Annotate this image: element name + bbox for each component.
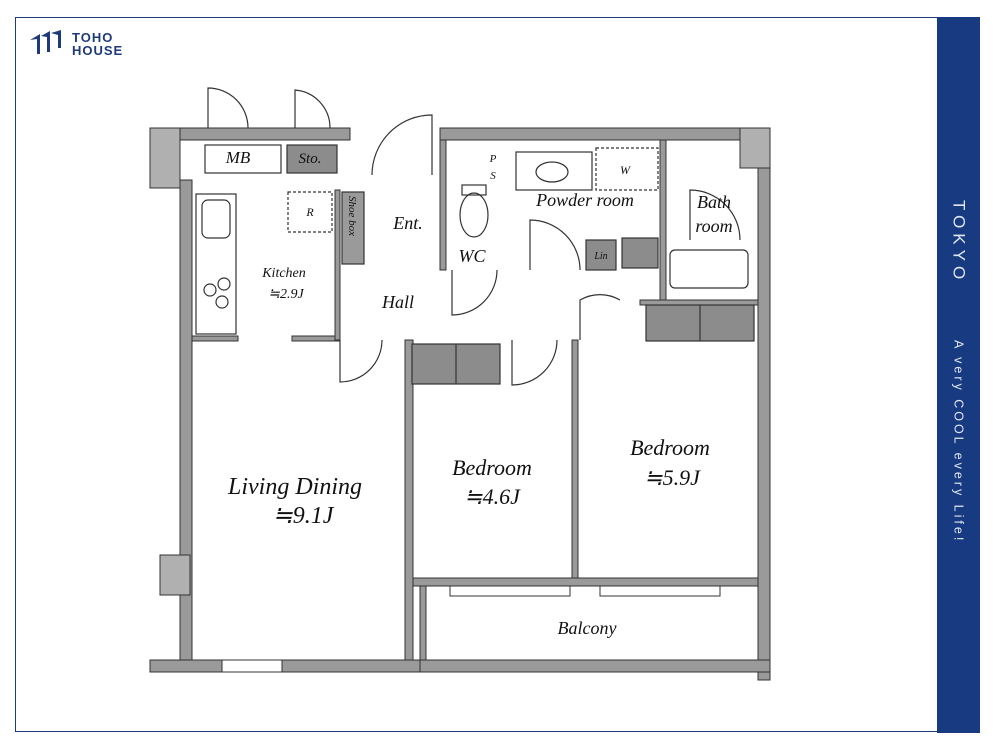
ps-label-s: S	[490, 170, 496, 182]
ps-label-p: P	[489, 153, 497, 165]
sidebar-city: TOKYO	[949, 200, 969, 285]
living-size: ≒9.1J	[273, 503, 335, 529]
walls	[149, 127, 771, 681]
room-label-powder: Powder room	[535, 190, 634, 210]
kitchen-size: ≒2.9J	[268, 287, 304, 302]
room-label-hall: Hall	[381, 292, 414, 312]
room-label-balcony: Balcony	[558, 618, 617, 638]
room-label-ent: Ent.	[392, 213, 423, 233]
fixtures	[195, 144, 755, 385]
windows	[221, 585, 721, 673]
brand-logo: TOHO HOUSE	[28, 30, 123, 58]
room-label-living: Living Dining	[227, 474, 362, 500]
bedroom-2-size: ≒5.9J	[644, 465, 701, 490]
room-label-bath-1: Bath	[697, 192, 731, 212]
fridge-label: R	[305, 205, 314, 219]
room-label-bedroom-1: Bedroom	[452, 455, 532, 480]
washer-label: W	[620, 163, 631, 177]
brand-name-line1: TOHO	[72, 30, 114, 45]
doors	[207, 87, 741, 386]
sidebar-banner: TOKYO A very COOL every Life!	[937, 17, 980, 733]
bedroom-1-size: ≒4.6J	[464, 484, 521, 509]
room-label-bedroom-2: Bedroom	[630, 435, 710, 460]
linen-label: Lin	[593, 251, 607, 262]
shoe-box-label: Shoe box	[346, 196, 358, 236]
room-label-wc: WC	[459, 246, 487, 266]
room-label-sto: Sto.	[299, 151, 322, 167]
room-label-bath-2: room	[695, 216, 732, 236]
room-label-kitchen: Kitchen	[261, 266, 306, 281]
brand-name-line2: HOUSE	[72, 43, 124, 58]
house-logo-icon	[30, 30, 61, 54]
room-label-mb: MB	[225, 148, 251, 167]
sidebar-tagline: A very COOL every Life!	[951, 340, 966, 544]
